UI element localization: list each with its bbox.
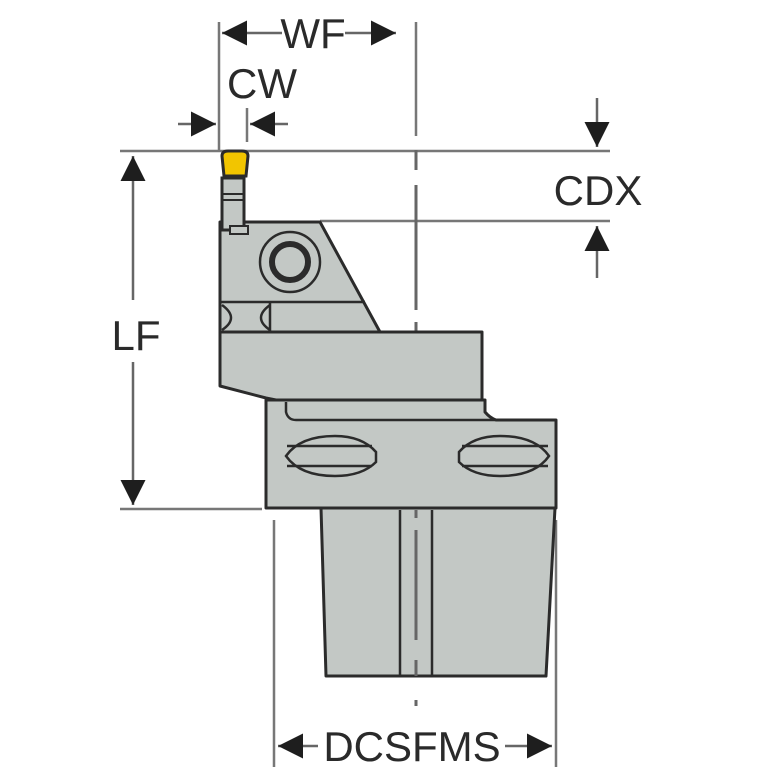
label-lf: LF [111,312,160,359]
dimension-arrows [120,20,610,759]
side-pockets [221,302,272,332]
grooving-blade [220,176,249,235]
extension-lines [120,22,610,767]
oval-slots [284,434,551,478]
body-detail-lines [220,300,496,676]
label-dcsfms: DCSFMS [323,723,500,767]
label-cdx: CDX [554,167,643,214]
label-cw: CW [227,60,297,107]
shank [319,506,557,678]
label-wf: WF [280,10,345,57]
insert-icon [220,149,250,178]
clamp-screw-icon [258,230,322,294]
